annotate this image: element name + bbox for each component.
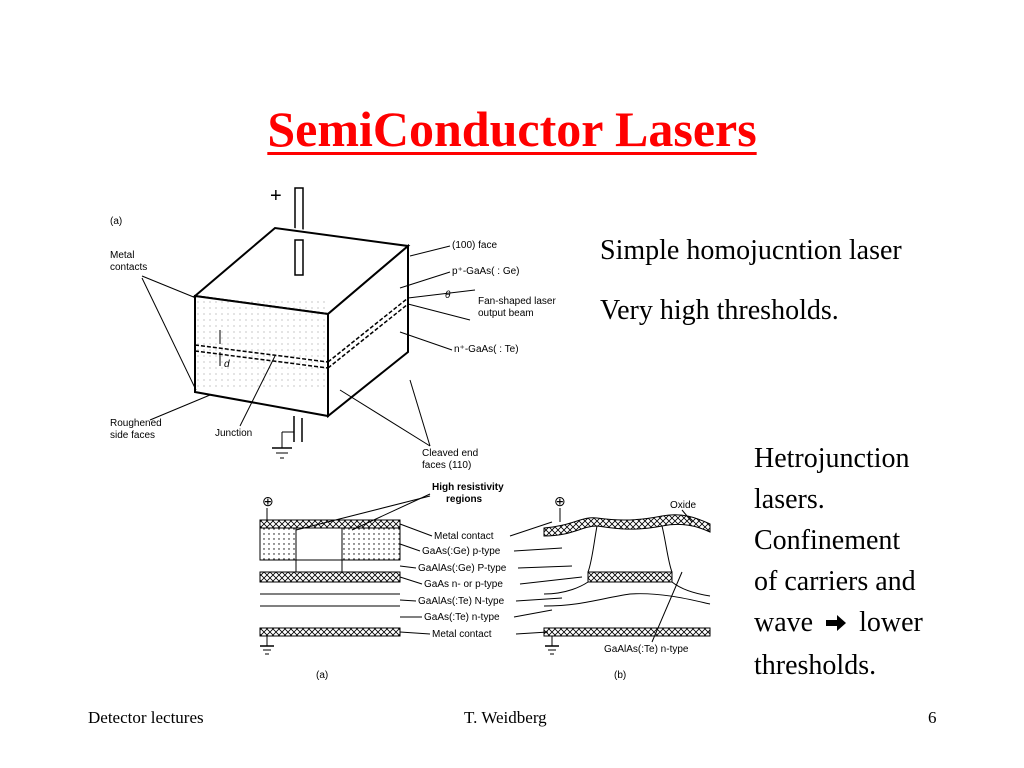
metal-contacts-label-1: Metal — [110, 250, 134, 261]
heterojunction-layers-diagram: ⊕ (a) High resistivity regions Metal con… — [252, 482, 722, 692]
fan-beam-label-2: output beam — [478, 308, 534, 319]
hetero-line-6: thresholds. — [754, 650, 877, 682]
panel-a-label: (a) — [110, 216, 122, 227]
junction-label: Junction — [215, 428, 252, 439]
slide-title: SemiConductor Lasers — [267, 101, 757, 157]
layer-label-3: GaAlAs(:Ge) P-type — [418, 563, 507, 574]
cleaved-label-1: Cleaved end — [422, 448, 478, 459]
p-gaas-label: p⁺-GaAs( : Ge) — [452, 266, 520, 277]
layer-label-6: GaAs(:Te) n-type — [424, 612, 500, 623]
footer-left: Detector lectures — [88, 708, 204, 727]
layer-label-7: Metal contact — [432, 629, 492, 640]
metal-contacts-label-2: contacts — [110, 262, 147, 273]
active-layer-a — [259, 571, 401, 583]
hetero-line-3: Confinement — [754, 525, 901, 556]
fan-beam-label-1: Fan-shaped laser — [478, 296, 556, 307]
plus-terminal-a: ⊕ — [262, 493, 274, 509]
homojunction-laser-diagram: + d (a) Metal contacts (100) face p⁺-GaA… — [100, 180, 570, 480]
layer-label-2: GaAs(:Ge) p-type — [422, 546, 501, 557]
layer-label-1: Metal contact — [434, 531, 494, 542]
side-face — [327, 243, 409, 419]
cleaved-label-2: faces (110) — [422, 460, 471, 471]
layer-label-5: GaAlAs(:Te) N-type — [418, 596, 505, 607]
high-res-label-1: High resistivity — [432, 482, 504, 493]
face-100-label: (100) face — [452, 240, 497, 251]
metal-contact-bottom-a — [259, 627, 401, 637]
heterojunction-text: Hetrojunction lasers. Confinement of car… — [754, 438, 923, 686]
gaalas-te-label: GaAlAs(:Te) n-type — [604, 644, 689, 655]
hetero-wave-word: wave — [754, 607, 814, 638]
plus-terminal: + — [270, 185, 282, 207]
active-layer-b — [587, 571, 673, 583]
high-thresholds-text: Very high thresholds. — [600, 295, 839, 326]
roughened-label-1: Roughened — [110, 418, 162, 429]
simple-homojunction-text: Simple homojucntion laser — [600, 235, 902, 266]
footer-page-number: 6 — [928, 708, 937, 727]
metal-contact-bottom-b — [543, 627, 711, 637]
metal-contact-top-b — [543, 514, 711, 537]
theta-label: θ — [445, 290, 451, 301]
footer-center: T. Weidberg — [464, 708, 547, 727]
plus-terminal-b: ⊕ — [554, 493, 566, 509]
panel-b-bottom-label: (b) — [614, 670, 626, 681]
hetero-line-2: lasers. — [754, 484, 825, 515]
n-gaas-label: n⁺-GaAs( : Te) — [454, 344, 519, 355]
hetero-line-1: Hetrojunction — [754, 443, 910, 474]
high-res-label-2: regions — [446, 494, 483, 505]
hetero-lower-word: lower — [859, 607, 923, 638]
d-label: d — [224, 359, 230, 370]
oxide-label: Oxide — [670, 500, 697, 511]
hetero-line-4: of carriers and — [754, 566, 916, 597]
hetero-line-5: wave lower — [754, 602, 923, 645]
right-arrow-icon — [824, 604, 848, 645]
roughened-label-2: side faces — [110, 430, 155, 441]
panel-a-bottom-label: (a) — [316, 670, 328, 681]
layer-label-4: GaAs n- or p-type — [424, 579, 503, 590]
